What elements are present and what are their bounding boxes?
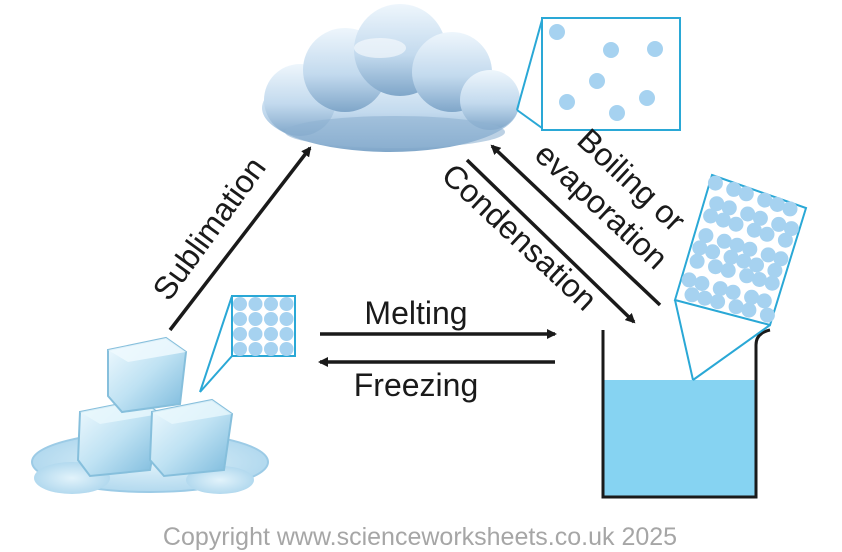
liquid-particle bbox=[769, 197, 785, 212]
solid-particle bbox=[233, 342, 247, 356]
liquid-particle bbox=[705, 244, 721, 260]
liquid-particle bbox=[692, 240, 708, 256]
solid-particle bbox=[264, 312, 278, 326]
liquid-particle bbox=[764, 275, 780, 291]
liquid-particle bbox=[760, 247, 776, 263]
solid-particle bbox=[248, 312, 263, 326]
sublimation-arrow bbox=[168, 146, 312, 332]
liquid-particle bbox=[736, 253, 752, 269]
solid-particle bbox=[248, 297, 263, 311]
liquid-particle bbox=[777, 232, 793, 248]
liquid-particle bbox=[707, 175, 723, 191]
solid-particle bbox=[264, 327, 278, 341]
solid-particle bbox=[264, 342, 278, 356]
solid-particle bbox=[279, 312, 294, 326]
liquid-particle bbox=[698, 228, 714, 244]
liquid-particle bbox=[709, 196, 725, 212]
condensation-arrow bbox=[465, 158, 636, 324]
liquid-particle bbox=[716, 233, 732, 249]
liquid-particle bbox=[681, 272, 697, 288]
liquid-particle bbox=[725, 284, 741, 300]
liquid-particle bbox=[712, 281, 728, 297]
solid-particle bbox=[233, 297, 247, 311]
solid-particle bbox=[279, 327, 294, 341]
liquid-particle bbox=[739, 268, 755, 284]
liquid-particle bbox=[742, 241, 758, 257]
liquid-particle bbox=[746, 222, 762, 238]
sublimation-label: Sublimation bbox=[145, 150, 272, 306]
liquid-particle bbox=[697, 290, 713, 306]
liquid-particle bbox=[720, 262, 736, 278]
liquid-particle bbox=[759, 307, 775, 323]
liquid-particle bbox=[728, 216, 744, 232]
liquid-particle bbox=[740, 206, 756, 222]
liquid-particle bbox=[721, 200, 737, 216]
liquid-particle bbox=[710, 294, 726, 310]
liquid-particle bbox=[773, 251, 789, 267]
liquid-particle bbox=[744, 289, 760, 305]
gas-particle-box bbox=[516, 17, 681, 131]
liquid-particle bbox=[738, 186, 754, 202]
liquid-particle bbox=[723, 249, 739, 265]
liquid-particle bbox=[759, 226, 775, 242]
solid-particle bbox=[233, 327, 247, 341]
liquid-particle bbox=[749, 257, 764, 273]
liquid-particle-box bbox=[673, 173, 808, 381]
liquid-particle bbox=[756, 293, 772, 309]
liquid-particle bbox=[694, 276, 710, 291]
solid-particle bbox=[279, 342, 294, 356]
cloud-icon bbox=[262, 4, 520, 152]
liquid-particle bbox=[771, 216, 787, 232]
freezing-label: Freezing bbox=[354, 367, 479, 403]
solid-particle bbox=[279, 297, 294, 311]
solid-particle-box bbox=[199, 295, 296, 393]
liquid-particle bbox=[703, 208, 719, 224]
liquid-particle bbox=[729, 237, 745, 253]
liquid-particle bbox=[715, 212, 731, 228]
melting-label: Melting bbox=[364, 295, 467, 331]
liquid-particle bbox=[757, 192, 773, 208]
solid-particle bbox=[233, 312, 247, 326]
solid-particle bbox=[248, 342, 263, 356]
liquid-particle bbox=[708, 259, 723, 275]
liquid-particle bbox=[751, 272, 767, 287]
boiling-arrow bbox=[490, 144, 662, 307]
liquid-particle bbox=[782, 201, 798, 217]
liquid-particle bbox=[752, 210, 768, 226]
ice-cubes-icon bbox=[31, 336, 269, 494]
liquid-particle bbox=[726, 181, 742, 197]
copyright-text: Copyright www.scienceworksheets.co.uk 20… bbox=[163, 523, 677, 551]
liquid-particle bbox=[728, 299, 744, 315]
liquid-particle bbox=[783, 221, 799, 237]
liquid-particle bbox=[684, 287, 700, 303]
solid-particle bbox=[264, 297, 278, 311]
beaker-icon bbox=[601, 328, 771, 499]
liquid-particle bbox=[767, 263, 783, 278]
liquid-particle bbox=[689, 253, 705, 269]
liquid-particle bbox=[741, 302, 757, 318]
solid-particle bbox=[248, 327, 263, 341]
